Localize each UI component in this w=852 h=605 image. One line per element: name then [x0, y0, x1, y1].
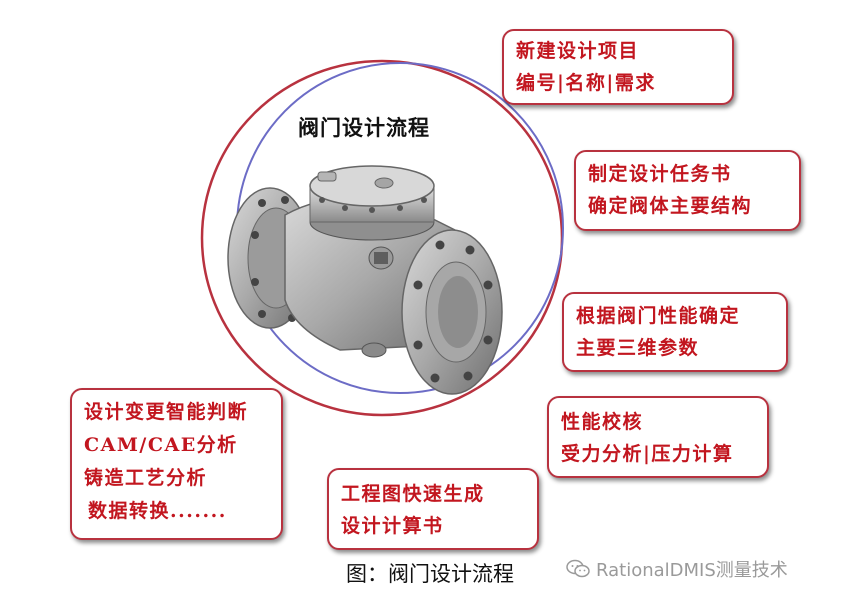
step-box-drawing-generation: 工程图快速生成 设计计算书 [327, 468, 539, 550]
watermark-text: RationalDMIS测量技术 [596, 560, 788, 581]
step-box-design-change: 设计变更智能判断 CAM/CAE分析 铸造工艺分析 数据转换....... [70, 388, 283, 540]
step-4-line1: 性能校核 [561, 411, 644, 433]
step-6-line3: 铸造工艺分析 [84, 467, 208, 489]
step-6-line4: 数据转换....... [88, 500, 227, 522]
step-4-line2: 受力分析|压力计算 [561, 443, 734, 465]
step-5-line2: 设计计算书 [341, 515, 444, 537]
step-3-line1: 根据阀门性能确定 [576, 305, 741, 327]
step-2-line1: 制定设计任务书 [588, 163, 732, 185]
step-box-3d-parameters: 根据阀门性能确定 主要三维参数 [562, 292, 788, 372]
step-box-performance-check: 性能校核 受力分析|压力计算 [547, 396, 769, 478]
valve-illustration [227, 165, 503, 395]
figure-caption: 图：阀门设计流程 [346, 562, 514, 586]
step-2-line2: 确定阀体主要结构 [588, 195, 753, 217]
wechat-icon [566, 559, 590, 578]
step-3-line2: 主要三维参数 [576, 337, 700, 359]
watermark: RationalDMIS测量技术 [566, 556, 788, 582]
diagram-title: 阀门设计流程 [298, 115, 430, 140]
step-1-line1: 新建设计项目 [516, 40, 640, 62]
step-1-line2: 编号|名称|需求 [516, 72, 656, 94]
step-5-line1: 工程图快速生成 [341, 483, 485, 505]
step-box-new-project: 新建设计项目 编号|名称|需求 [502, 29, 734, 105]
step-6-line2: CAM/CAE分析 [84, 434, 238, 456]
step-box-task-book: 制定设计任务书 确定阀体主要结构 [574, 150, 801, 231]
step-6-line1: 设计变更智能判断 [84, 401, 249, 423]
